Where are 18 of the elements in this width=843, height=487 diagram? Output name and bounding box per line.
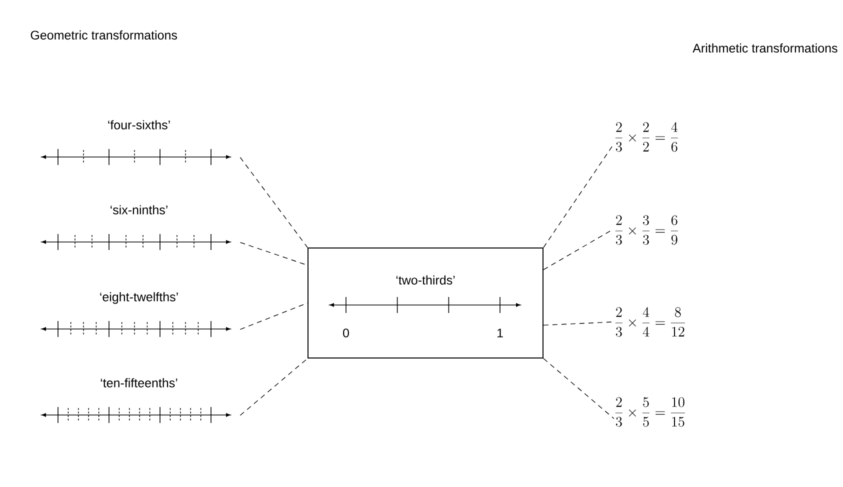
tick-label: 0 [343, 328, 349, 338]
tick-label: 1 [497, 328, 503, 338]
fraction-label: ‘eight-twelfths’ [100, 292, 178, 304]
heading: Geometric transformations [30, 30, 177, 40]
heading: Arithmetic transformations [692, 43, 838, 53]
dashed-line [543, 230, 612, 270]
equation: $\frac{2}{3} \times \frac{5}{5} = \frac{10}{15}$ [615, 397, 685, 427]
dashed-line [543, 358, 614, 419]
dashed-line [543, 322, 612, 326]
dashed-line [240, 358, 308, 416]
fraction-label: ‘ten-fifteenths’ [100, 378, 178, 388]
dashed-line [240, 302, 308, 330]
equation: $\frac{2}{3} \times \frac{3}{3} = \frac{6}{9}$ [615, 215, 678, 245]
dashed-line [240, 157, 308, 248]
equation: $\frac{2}{3} \times \frac{4}{4} = \frac{8}{12}$ [615, 307, 685, 337]
equation: $\frac{2}{3} \times \frac{2}{2} = \frac{4}{6}$ [615, 122, 678, 152]
fraction-label: ‘four-sixths’ [108, 120, 170, 130]
fraction-label: ‘six-ninths’ [110, 205, 168, 214]
